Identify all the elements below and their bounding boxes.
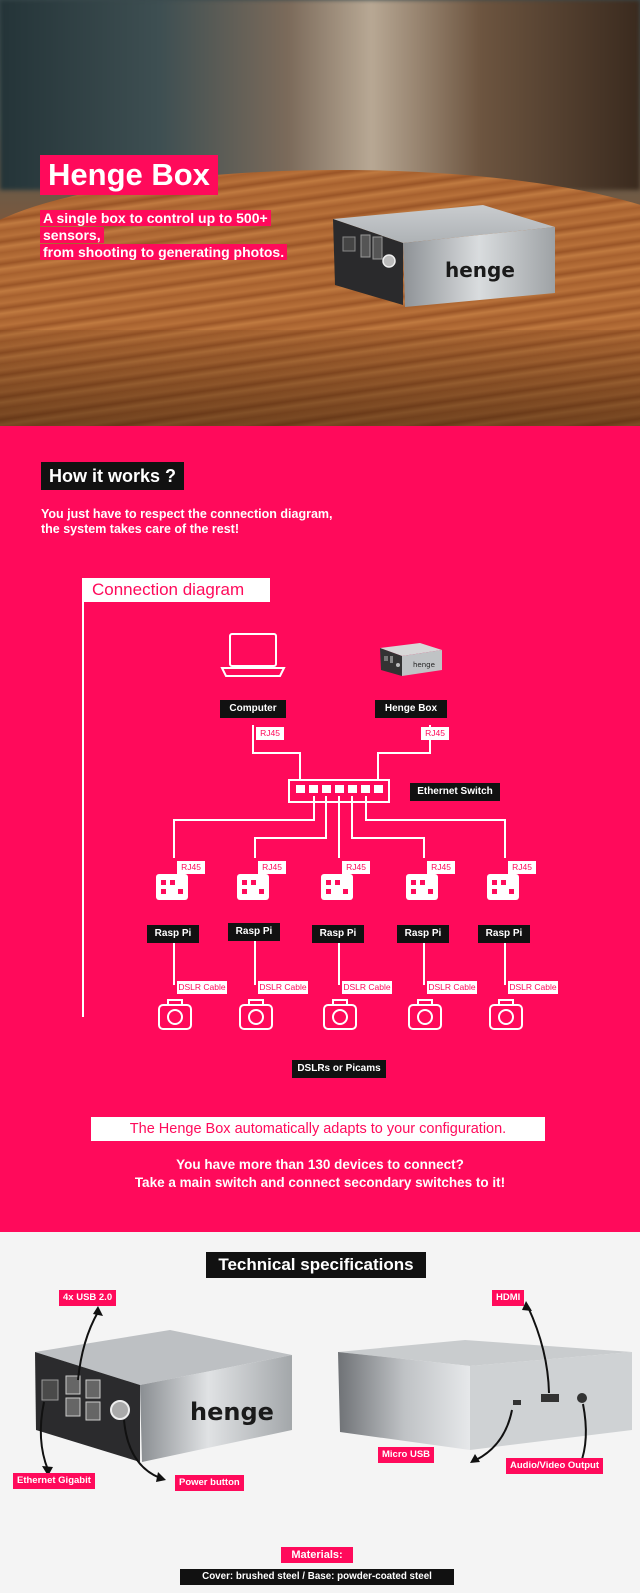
- henge-box-icon: henge: [380, 643, 442, 676]
- how-it-works-title: How it works ?: [41, 462, 185, 490]
- av-output-label: Audio/Video Output: [506, 1458, 604, 1474]
- camera-icon: [239, 999, 273, 1030]
- micro-usb-label: Micro USB: [378, 1447, 435, 1463]
- device-back-photo: [338, 1340, 632, 1450]
- svg-text:henge: henge: [413, 661, 435, 669]
- henge-box-label: Henge Box: [375, 700, 447, 718]
- dslr-cable-label: DSLR Cable: [177, 981, 227, 994]
- svg-text:henge: henge: [190, 1398, 274, 1426]
- rj45-label: RJ45: [177, 861, 205, 874]
- materials-description: Cover: brushed steel / Base: powder-coat…: [180, 1569, 454, 1585]
- camera-icon: [323, 999, 357, 1030]
- laptop-icon: [220, 633, 286, 677]
- raspberry-pi-icon: [237, 874, 269, 900]
- raspberry-pi-icon: [487, 874, 519, 900]
- henge-box-photo: henge: [333, 205, 555, 307]
- how-it-works-section: [0, 426, 640, 1232]
- camera-icon: [408, 999, 442, 1030]
- ethernet-label: Ethernet Gigabit: [13, 1473, 95, 1489]
- materials-title: Materials:: [281, 1547, 353, 1563]
- rasp-pi-label: Rasp Pi: [228, 923, 280, 941]
- rasp-pi-label: Rasp Pi: [312, 925, 364, 943]
- power-button-label: Power button: [175, 1475, 244, 1491]
- camera-icon: [158, 999, 192, 1030]
- how-it-works-description: You just have to respect the connection …: [41, 507, 333, 536]
- rasp-pi-label: Rasp Pi: [478, 925, 530, 943]
- more-devices-text: You have more than 130 devices to connec…: [176, 1157, 464, 1172]
- hero-subtitle: A single box to control up to 500+ senso…: [40, 210, 330, 261]
- raspberry-pi-icon: [406, 874, 438, 900]
- camera-icon: [489, 999, 523, 1030]
- device-front-photo: henge: [35, 1330, 292, 1462]
- dslr-cable-label: DSLR Cable: [508, 981, 558, 994]
- ethernet-switch-label: Ethernet Switch: [410, 783, 500, 801]
- usb-label: 4x USB 2.0: [59, 1290, 117, 1306]
- rj45-label: RJ45: [258, 861, 286, 874]
- rj45-label: RJ45: [427, 861, 455, 874]
- dslr-cable-label: DSLR Cable: [342, 981, 392, 994]
- raspberry-pi-icons: [156, 874, 519, 900]
- rj45-label: RJ45: [256, 727, 284, 740]
- dslr-cable-label: DSLR Cable: [258, 981, 308, 994]
- cameras-label: DSLRs or Picams: [292, 1060, 386, 1078]
- technical-specifications-title: Technical specifications: [206, 1252, 426, 1278]
- rj45-label: RJ45: [421, 727, 449, 740]
- svg-text:henge: henge: [445, 258, 515, 282]
- hero-banner: henge: [0, 0, 640, 426]
- adapts-banner: The Henge Box automatically adapts to yo…: [91, 1117, 545, 1141]
- dslr-cable-label: DSLR Cable: [427, 981, 477, 994]
- device-photos: henge: [35, 1301, 632, 1482]
- connection-diagram-title: Connection diagram: [82, 578, 270, 602]
- hero-title: Henge Box: [40, 155, 218, 195]
- connection-diagram: henge: [82, 590, 523, 1030]
- computer-label: Computer: [220, 700, 286, 718]
- raspberry-pi-icon: [321, 874, 353, 900]
- secondary-switch-text: Take a main switch and connect secondary…: [134, 1175, 506, 1190]
- rj45-label: RJ45: [342, 861, 370, 874]
- rasp-pi-label: Rasp Pi: [147, 925, 199, 943]
- hdmi-label: HDMI: [492, 1290, 525, 1306]
- raspberry-pi-icon: [156, 874, 188, 900]
- rj45-label: RJ45: [508, 861, 536, 874]
- rasp-pi-label: Rasp Pi: [397, 925, 449, 943]
